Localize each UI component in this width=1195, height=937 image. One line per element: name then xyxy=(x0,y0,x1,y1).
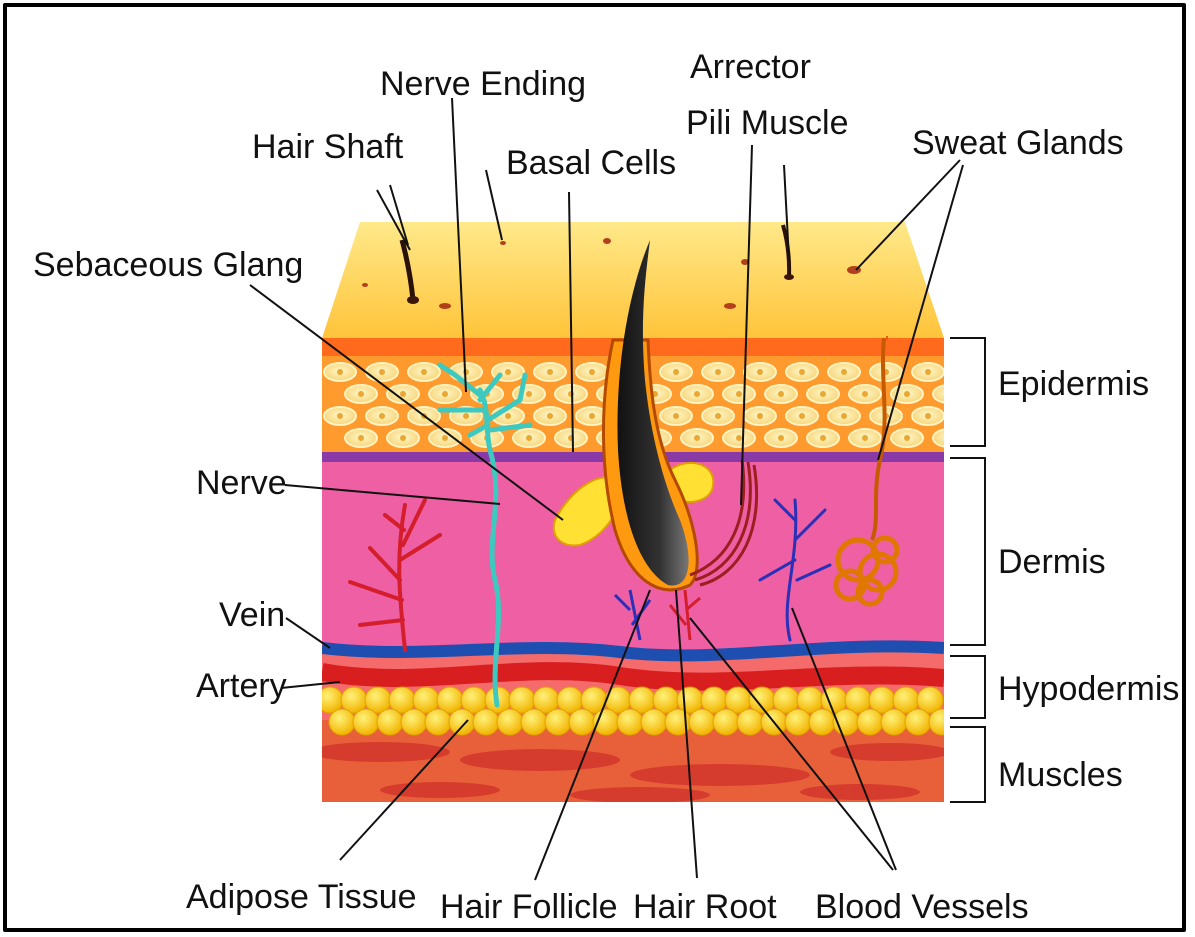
cell-nucleus xyxy=(442,435,448,441)
cell-nucleus xyxy=(694,435,700,441)
fat-globule xyxy=(425,709,451,735)
fat-globule xyxy=(713,709,739,735)
epidermis-cell xyxy=(933,429,965,447)
label-arrector-2: Pili Muscle xyxy=(686,104,848,142)
cell-nucleus xyxy=(799,369,805,375)
fat-globule xyxy=(737,709,763,735)
label-muscles: Muscles xyxy=(998,756,1123,794)
fat-globule xyxy=(929,709,955,735)
cell-nucleus xyxy=(841,413,847,419)
cell-nucleus xyxy=(463,413,469,419)
fat-globule xyxy=(521,709,547,735)
fat-globule xyxy=(689,709,715,735)
label-hair-root: Hair Root xyxy=(633,888,777,926)
cell-nucleus xyxy=(526,435,532,441)
cell-nucleus xyxy=(904,435,910,441)
fat-globule xyxy=(881,709,907,735)
cell-nucleus xyxy=(925,413,931,419)
cell-nucleus xyxy=(421,369,427,375)
cell-nucleus xyxy=(379,413,385,419)
cell-nucleus xyxy=(778,391,784,397)
cell-nucleus xyxy=(379,369,385,375)
label-adipose-tissue: Adipose Tissue xyxy=(186,878,417,916)
cell-nucleus xyxy=(547,413,553,419)
cell-nucleus xyxy=(505,413,511,419)
label-nerve-ending: Nerve Ending xyxy=(380,65,586,103)
label-hypodermis: Hypodermis xyxy=(998,670,1179,708)
label-basal-cells: Basal Cells xyxy=(506,144,676,182)
fat-globule xyxy=(497,709,523,735)
cell-nucleus xyxy=(337,369,343,375)
cell-nucleus xyxy=(673,369,679,375)
cell-nucleus xyxy=(673,413,679,419)
cell-nucleus xyxy=(400,391,406,397)
label-artery: Artery xyxy=(196,667,287,705)
fat-globule xyxy=(785,709,811,735)
fat-globule xyxy=(617,709,643,735)
cell-nucleus xyxy=(715,369,721,375)
cell-nucleus xyxy=(589,369,595,375)
fat-globule xyxy=(377,709,403,735)
label-dermis: Dermis xyxy=(998,543,1106,581)
artery-vessel xyxy=(322,671,944,682)
cell-nucleus xyxy=(757,369,763,375)
fat-globule xyxy=(329,709,355,735)
fat-globule xyxy=(905,709,931,735)
fat-globule xyxy=(473,709,499,735)
cell-nucleus xyxy=(337,413,343,419)
fat-globule xyxy=(857,709,883,735)
label-vein: Vein xyxy=(219,596,285,634)
cell-nucleus xyxy=(862,391,868,397)
label-blood-vessels: Blood Vessels xyxy=(815,888,1029,926)
cell-nucleus xyxy=(715,413,721,419)
fat-globule xyxy=(569,709,595,735)
cell-nucleus xyxy=(694,391,700,397)
cell-nucleus xyxy=(400,435,406,441)
cell-nucleus xyxy=(736,391,742,397)
cell-nucleus xyxy=(589,413,595,419)
fat-globule xyxy=(401,709,427,735)
label-nerve: Nerve xyxy=(196,464,287,502)
label-epidermis: Epidermis xyxy=(998,365,1149,403)
fat-globule xyxy=(545,709,571,735)
label-sebaceous-gland: Sebaceous Glang xyxy=(33,246,303,284)
fat-globule xyxy=(809,709,835,735)
epidermis-cell xyxy=(933,385,965,403)
cell-nucleus xyxy=(904,391,910,397)
adipose-fat-cells xyxy=(317,687,955,735)
cell-nucleus xyxy=(946,435,952,441)
cell-nucleus xyxy=(526,391,532,397)
cell-nucleus xyxy=(925,369,931,375)
cell-nucleus xyxy=(820,435,826,441)
label-sweat-glands: Sweat Glands xyxy=(912,124,1124,162)
cell-nucleus xyxy=(862,435,868,441)
cell-nucleus xyxy=(946,391,952,397)
fat-globule xyxy=(449,709,475,735)
cell-nucleus xyxy=(358,435,364,441)
cell-nucleus xyxy=(778,435,784,441)
cell-nucleus xyxy=(736,435,742,441)
cell-nucleus xyxy=(442,391,448,397)
cell-nucleus xyxy=(358,391,364,397)
cell-nucleus xyxy=(505,369,511,375)
cell-nucleus xyxy=(799,413,805,419)
cell-nucleus xyxy=(841,369,847,375)
fat-globule xyxy=(641,709,667,735)
cell-nucleus xyxy=(820,391,826,397)
cell-nucleus xyxy=(757,413,763,419)
fat-globule xyxy=(353,709,379,735)
cell-nucleus xyxy=(547,369,553,375)
label-hair-shaft: Hair Shaft xyxy=(252,128,404,166)
label-arrector-1: Arrector xyxy=(690,48,811,86)
layer-brackets xyxy=(950,338,985,802)
label-hair-follicle: Hair Follicle xyxy=(440,888,618,926)
